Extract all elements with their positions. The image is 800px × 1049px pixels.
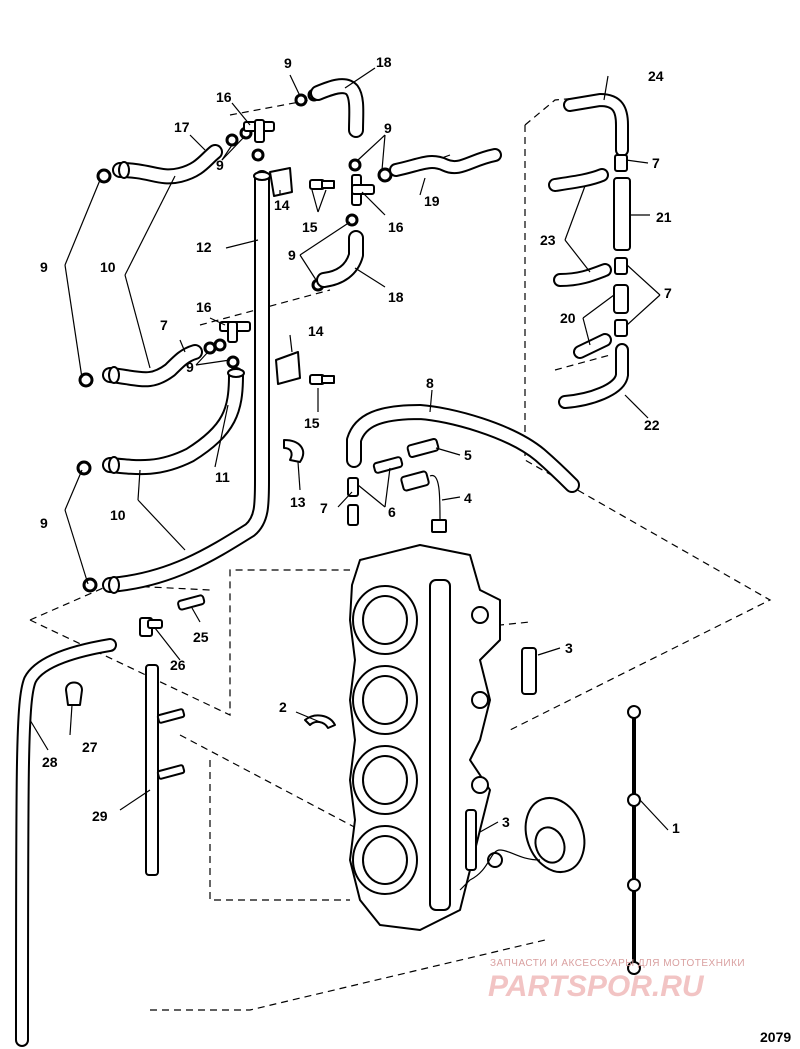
callout-9-e: 9 (284, 55, 292, 71)
watermark-brand: PARTSPOR.RU (488, 970, 705, 1003)
callout-28: 28 (42, 754, 58, 770)
hoses-18 (310, 78, 365, 288)
callout-6: 6 (388, 504, 396, 520)
callout-labels: 1 2 3 3 4 5 6 7 7 7 7 8 9 9 9 9 9 9 9 10… (40, 54, 680, 836)
callout-9-a: 9 (40, 259, 48, 275)
callout-12: 12 (196, 239, 212, 255)
callout-2: 2 (279, 699, 287, 715)
callout-17: 17 (174, 119, 190, 135)
fuel-line-8-group (346, 404, 580, 533)
figure-number: 2079 (760, 1029, 791, 1045)
carburetor-assembly (349, 544, 503, 931)
fitting-26 (139, 617, 163, 637)
fitting-25 (177, 594, 206, 611)
t-fittings (219, 119, 375, 343)
hose-19 (389, 148, 502, 177)
callout-7-right-top: 7 (652, 155, 660, 171)
left-hose-group (102, 144, 271, 594)
callout-9-d: 9 (186, 359, 194, 375)
hose-clips-and-bolts (269, 167, 335, 463)
callout-9-c: 9 (216, 157, 224, 173)
callout-29: 29 (92, 808, 108, 824)
callout-15-lower: 15 (304, 415, 320, 431)
clip-27 (65, 681, 83, 706)
callout-16-right: 16 (388, 219, 404, 235)
enrichener-solenoid (459, 797, 586, 891)
callout-18-lower: 18 (388, 289, 404, 305)
callout-9-f: 9 (384, 120, 392, 136)
right-vent-hoses (548, 93, 631, 409)
callout-7-right-mid: 7 (664, 285, 672, 301)
callout-21: 21 (656, 209, 672, 225)
callout-7-bottom: 7 (320, 500, 328, 516)
callout-7-left: 7 (160, 317, 168, 333)
callout-3-lower: 3 (502, 814, 510, 830)
callout-14-lower: 14 (308, 323, 324, 339)
callout-19: 19 (424, 193, 440, 209)
fuel-filter-3 (521, 647, 537, 695)
callout-1: 1 (672, 820, 680, 836)
hose-28 (15, 638, 117, 1047)
callout-25: 25 (193, 629, 209, 645)
carburetor-throat-2 (352, 665, 418, 735)
callout-23: 23 (540, 232, 556, 248)
callout-18-upper: 18 (376, 54, 392, 70)
carburetor-throat-3 (352, 745, 418, 815)
tube-29 (145, 664, 186, 876)
carburetor-throat-1 (352, 585, 418, 655)
callout-11: 11 (215, 469, 230, 485)
callout-14-upper: 14 (274, 197, 290, 213)
callout-16-upper: 16 (216, 89, 232, 105)
callout-4: 4 (464, 490, 472, 506)
leader-lines (29, 67, 669, 833)
callout-22: 22 (644, 417, 660, 433)
carburetor-throat-4 (352, 825, 418, 895)
callout-27: 27 (82, 739, 98, 755)
callout-13: 13 (290, 494, 306, 510)
callout-5: 5 (464, 447, 472, 463)
callout-16-mid: 16 (196, 299, 212, 315)
watermark-tagline: ЗАПЧАСТИ И АКСЕССУАРЫ ДЛЯ МОТОТЕХНИКИ (490, 958, 745, 969)
callout-8: 8 (426, 375, 434, 391)
callout-9-b: 9 (40, 515, 48, 531)
callout-3-upper: 3 (565, 640, 573, 656)
callout-26: 26 (170, 657, 186, 673)
watermark: ЗАПЧАСТИ И АКСЕССУАРЫ ДЛЯ МОТОТЕХНИКИ PA… (488, 958, 745, 1003)
callout-10-lower: 10 (110, 507, 126, 523)
callout-20: 20 (560, 310, 576, 326)
hose-clamps-left (76, 88, 393, 593)
callout-15-upper: 15 (302, 219, 318, 235)
callout-24: 24 (648, 68, 664, 84)
callout-10-upper: 10 (100, 259, 116, 275)
callout-9-g: 9 (288, 247, 296, 263)
linkage-rod-1 (627, 705, 641, 975)
